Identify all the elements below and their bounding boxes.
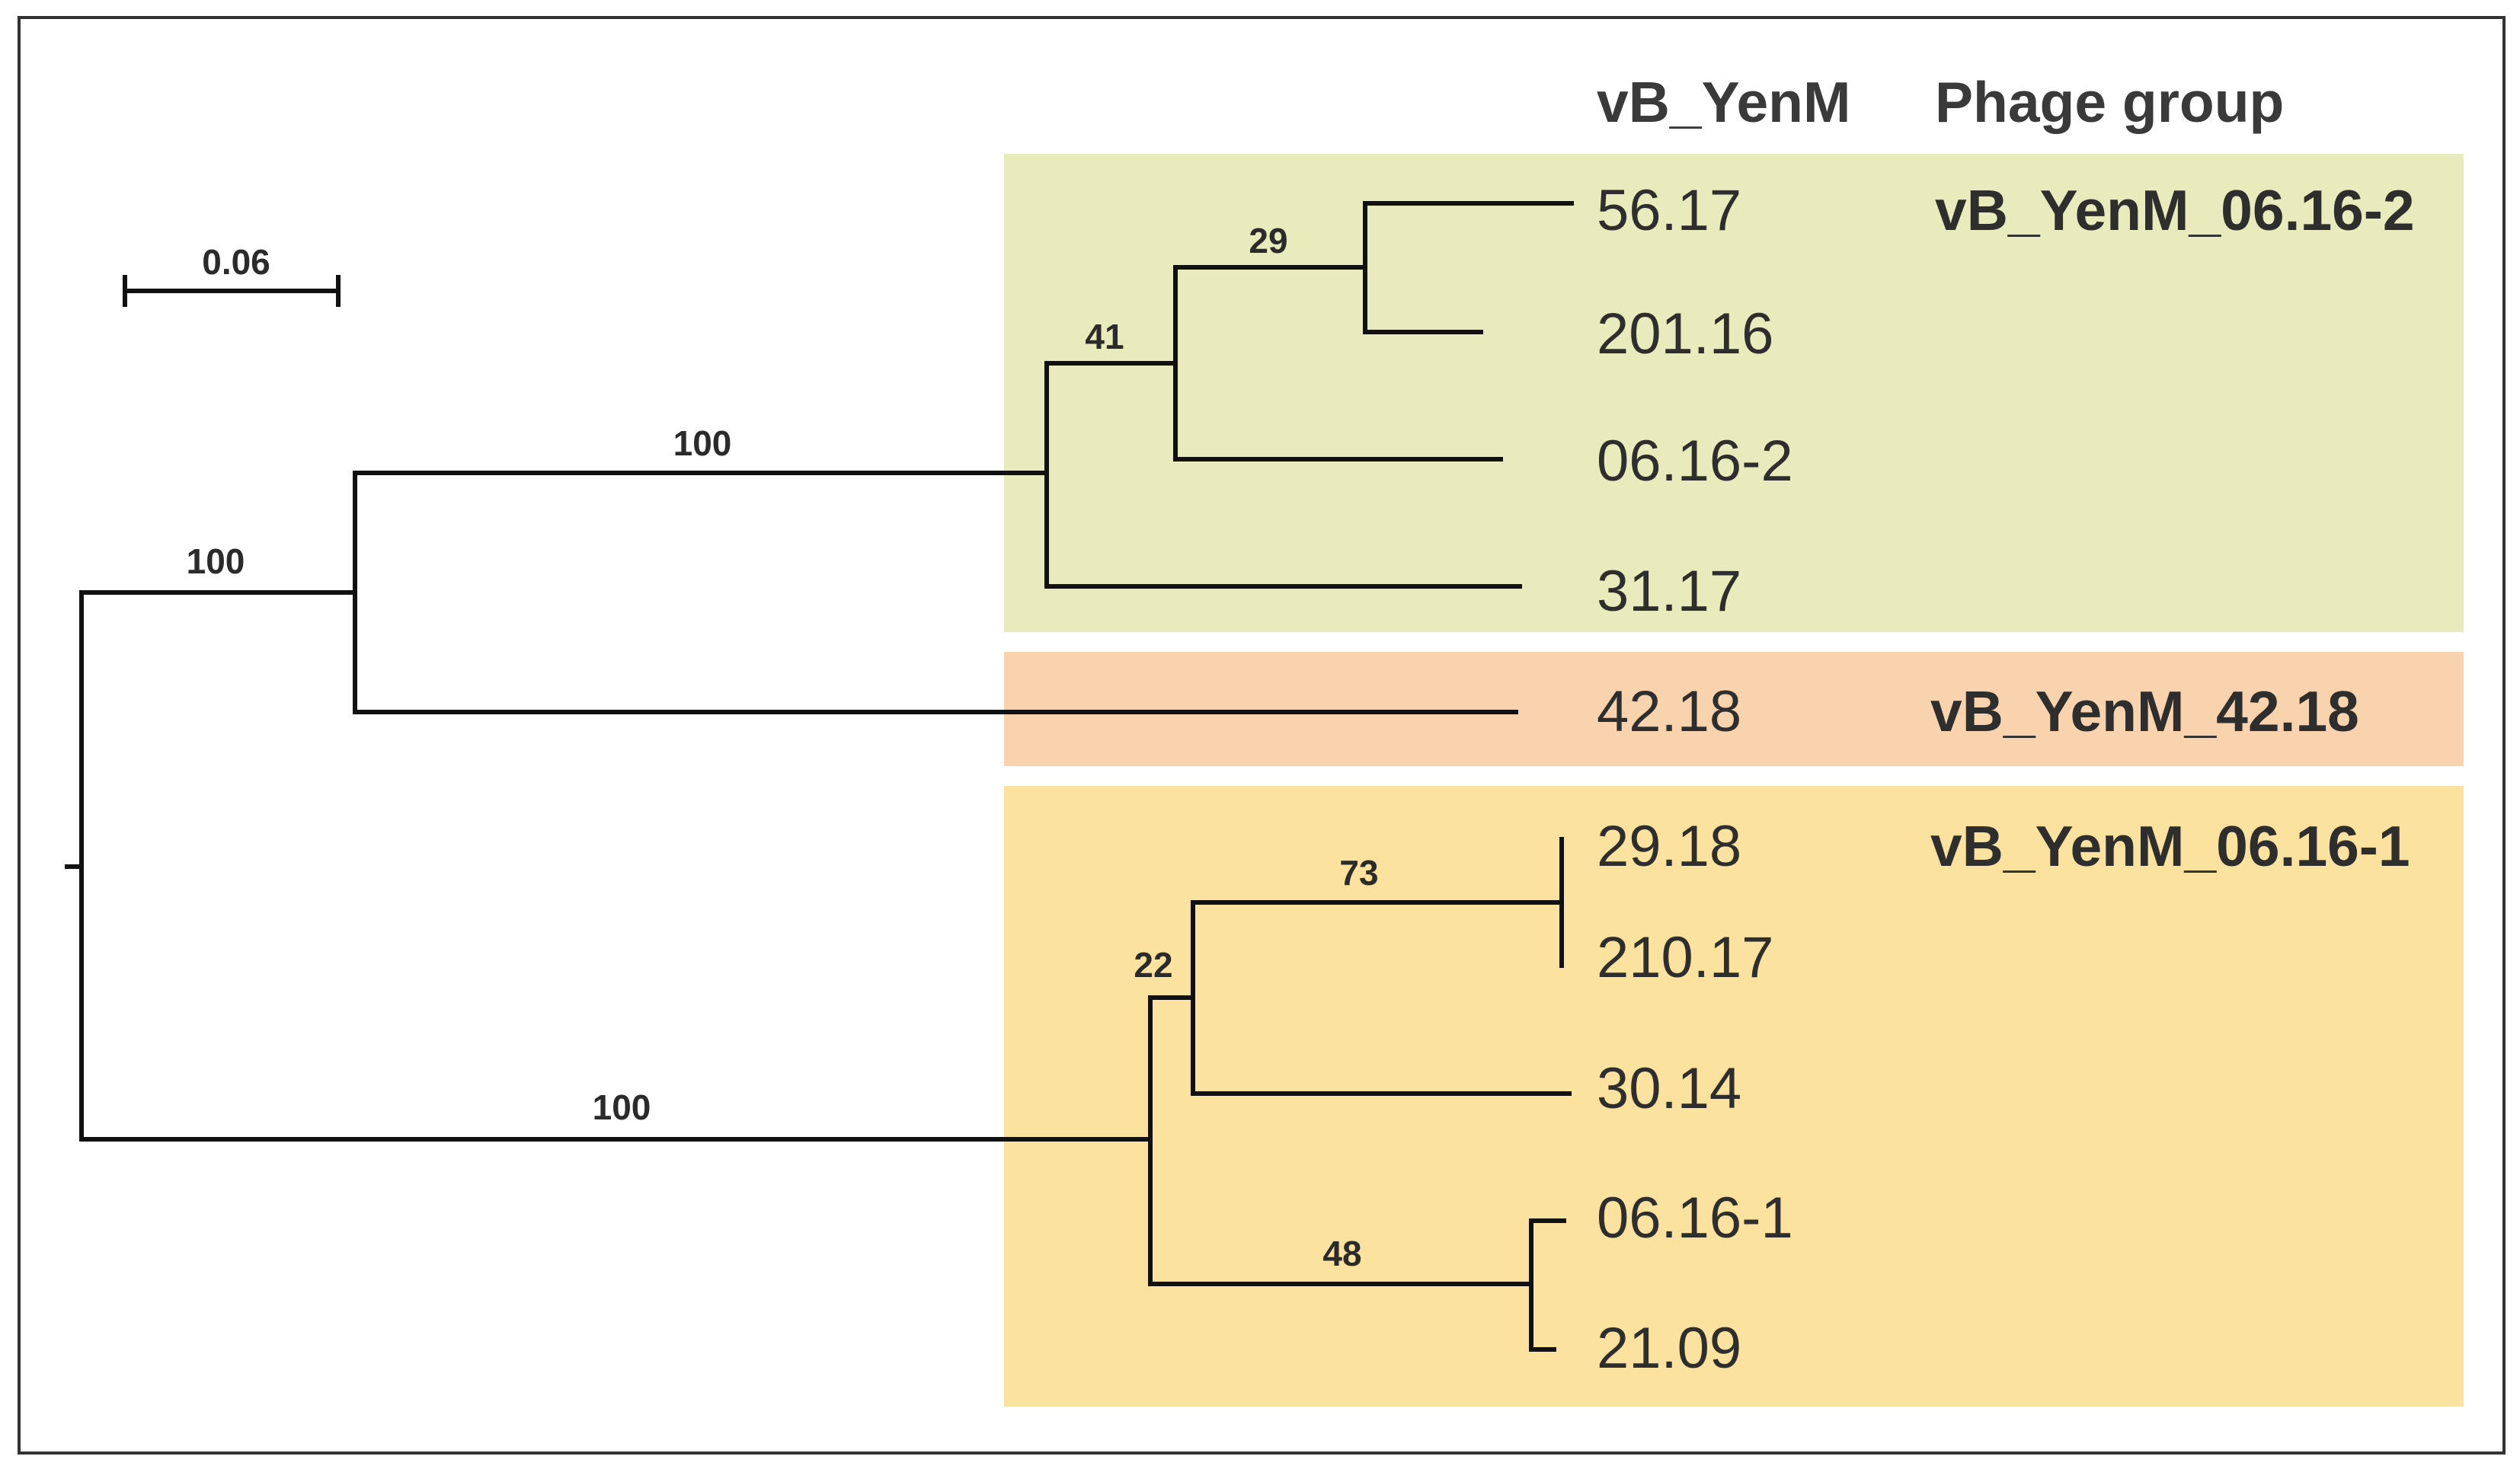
leaf-label: 06.16-2 (1597, 429, 1793, 493)
group-labels: vB_YenM_06.16-2 vB_YenM_42.18 vB_YenM_06… (1930, 178, 2415, 878)
support-29: 29 (1249, 221, 1287, 260)
group-band-06-16-2 (1004, 154, 2464, 632)
header-isolate: vB_YenM (1597, 70, 1850, 134)
leaf-label: 56.17 (1597, 178, 1741, 243)
support-22: 22 (1134, 945, 1172, 985)
group-label-42-18: vB_YenM_42.18 (1930, 679, 2359, 743)
leaf-label: 29.18 (1597, 814, 1741, 879)
support-upper-clade: 100 (673, 423, 732, 463)
group-band-42-18 (1004, 652, 2464, 766)
header-phage-group: Phage group (1935, 70, 2284, 134)
tree-branches (65, 201, 1574, 1352)
leaf-label: 210.17 (1597, 925, 1773, 990)
leaf-labels: 56.17 201.16 06.16-2 31.17 42.18 29.18 2… (1597, 178, 1793, 1381)
leaf-label: 30.14 (1597, 1056, 1741, 1121)
leaf-label: 31.17 (1597, 559, 1741, 624)
leaf-label: 201.16 (1597, 302, 1773, 366)
support-41: 41 (1085, 317, 1124, 356)
leaf-label: 21.09 (1597, 1316, 1741, 1381)
scale-bar: 0.06 (123, 242, 341, 307)
support-values: 100 100 100 41 29 22 73 48 (187, 221, 1379, 1273)
support-73: 73 (1339, 853, 1378, 893)
group-label-06-16-1: vB_YenM_06.16-1 (1930, 814, 2410, 878)
group-label-06-16-2: vB_YenM_06.16-2 (1935, 178, 2415, 242)
leaf-label: 06.16-1 (1597, 1186, 1793, 1250)
support-root-upper: 100 (187, 541, 245, 581)
leaf-label: 42.18 (1597, 679, 1741, 744)
support-lower-clade: 100 (593, 1087, 651, 1127)
support-48: 48 (1322, 1234, 1361, 1273)
group-band-06-16-1 (1004, 786, 2464, 1407)
scale-bar-label: 0.06 (202, 242, 270, 282)
